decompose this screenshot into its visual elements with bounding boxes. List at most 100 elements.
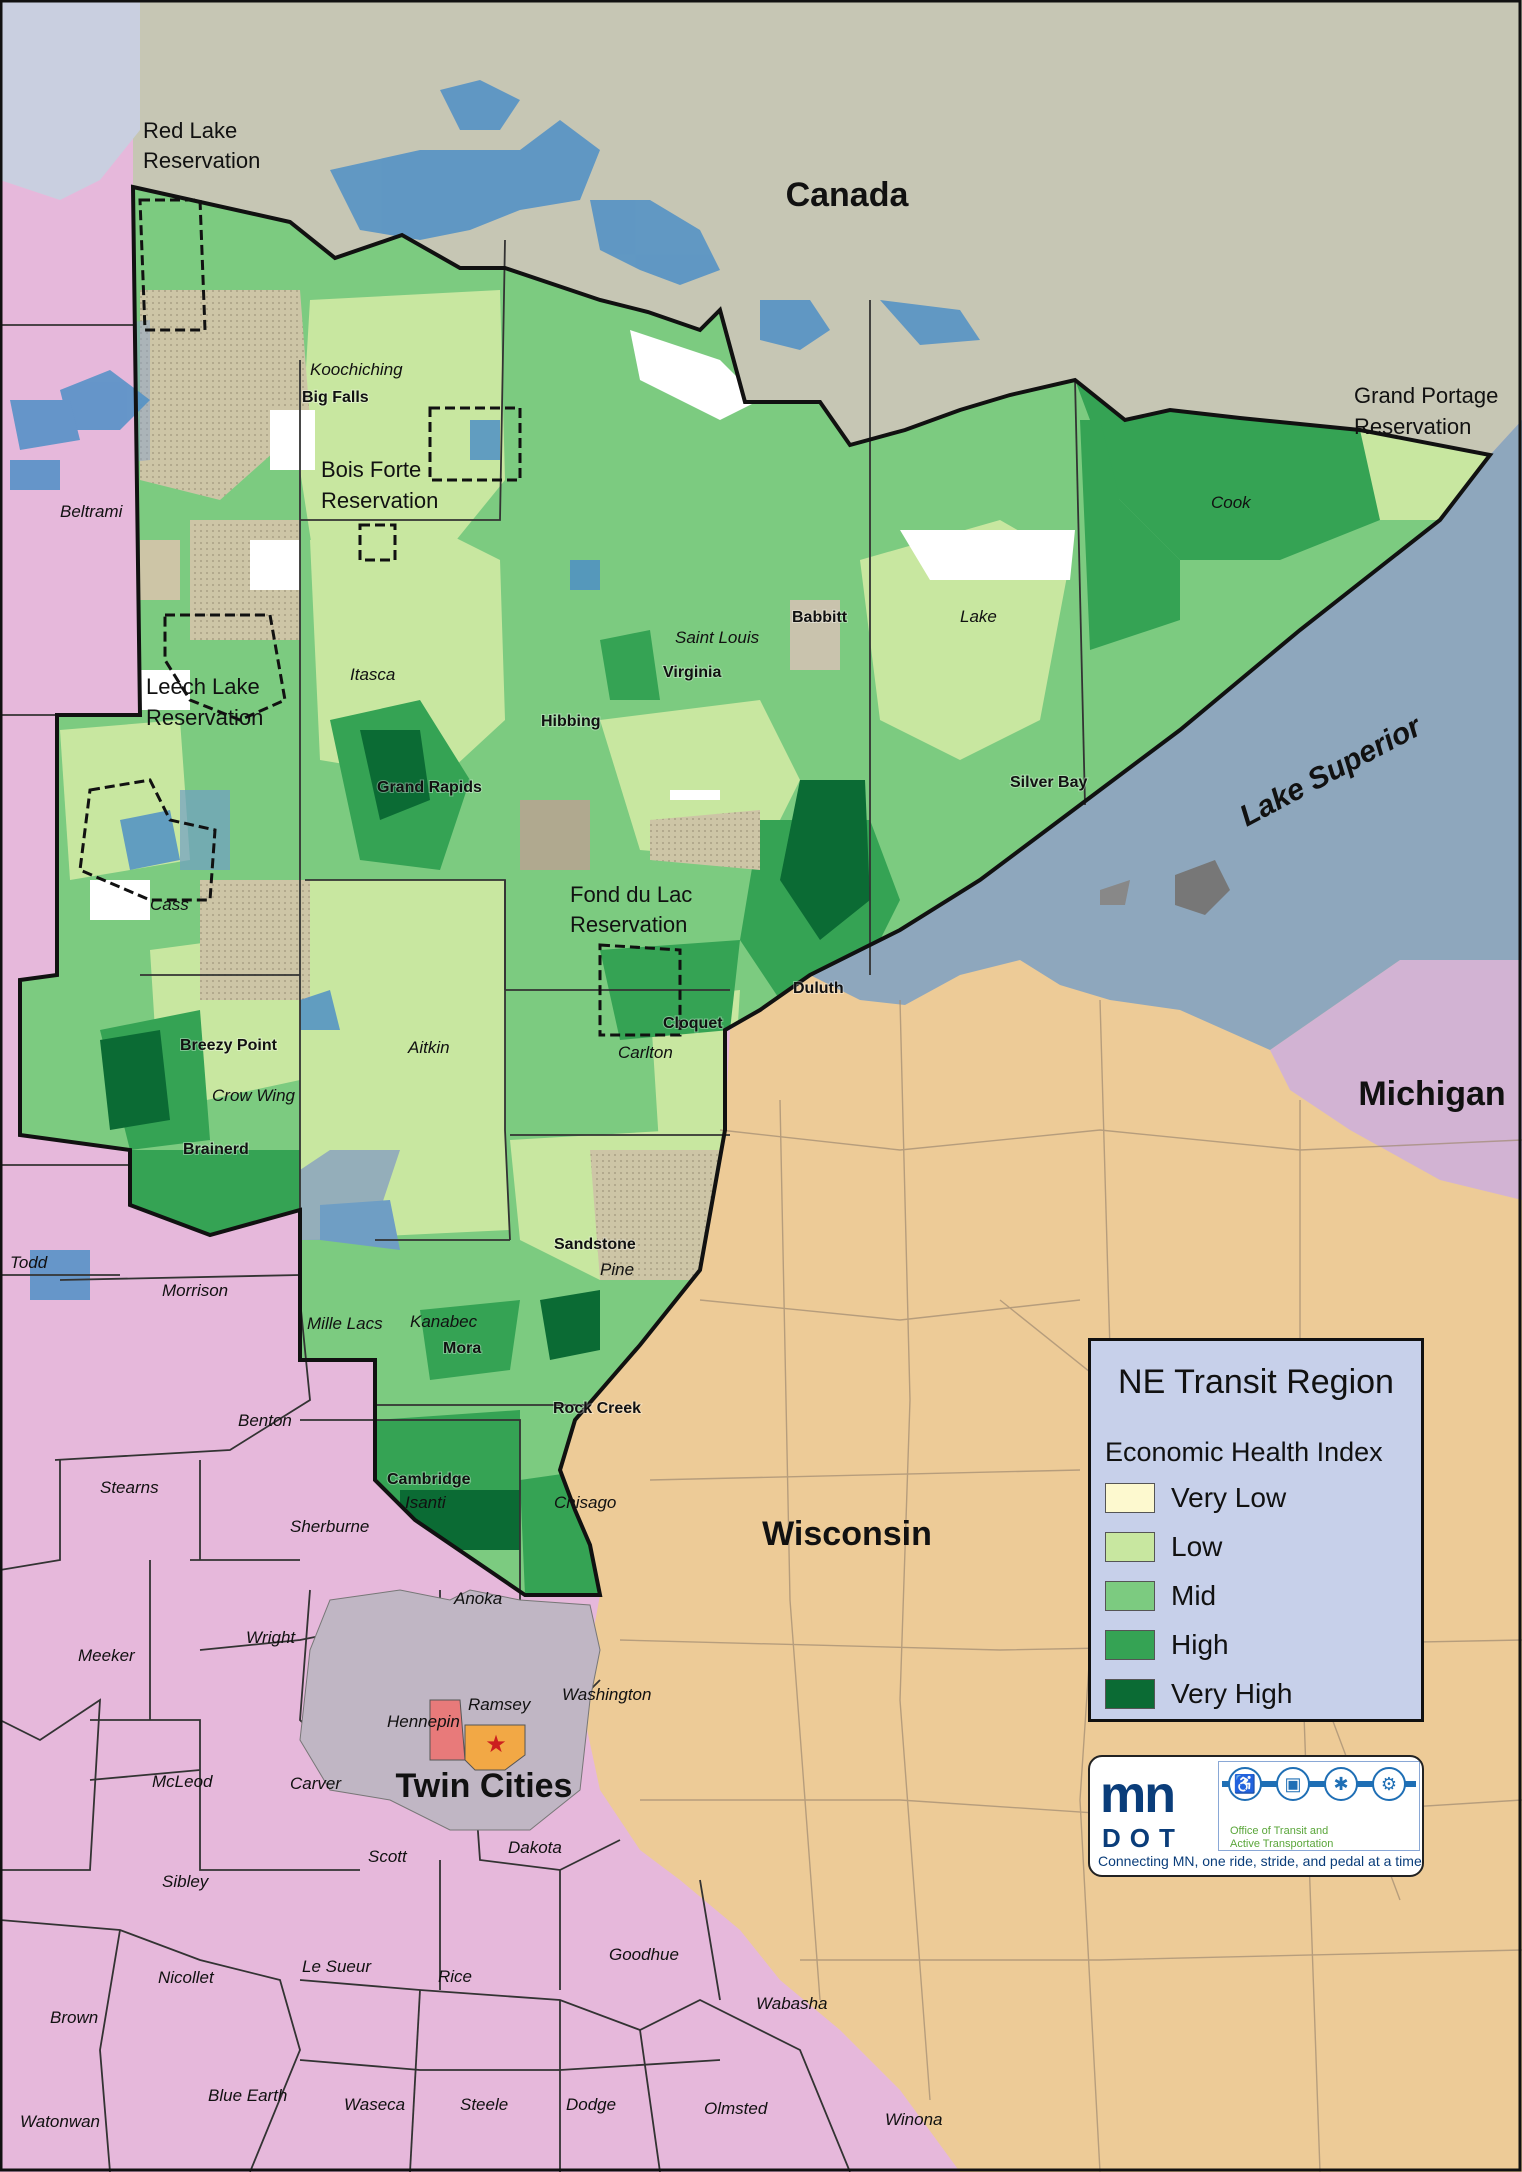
legend-label: Low bbox=[1171, 1531, 1223, 1562]
bois-forte-label-2: Reservation bbox=[321, 488, 438, 513]
bus-icon: ▣ bbox=[1276, 1767, 1310, 1801]
county-label: Dakota bbox=[508, 1838, 562, 1857]
city-label: Big Falls bbox=[302, 389, 369, 406]
county-label: Sibley bbox=[162, 1872, 210, 1891]
legend-label: Mid bbox=[1171, 1580, 1217, 1611]
economic-health-fill bbox=[60, 290, 1490, 1595]
county-label: Pine bbox=[600, 1260, 634, 1279]
county-label: Meeker bbox=[78, 1646, 136, 1665]
michigan-label: Michigan bbox=[1358, 1075, 1505, 1113]
county-label: Blue Earth bbox=[208, 2086, 287, 2105]
county-label: Washington bbox=[562, 1685, 651, 1704]
county-label: Olmsted bbox=[704, 2099, 768, 2118]
logo-office-text: Office of Transit and Active Transportat… bbox=[1230, 1825, 1334, 1850]
mndot-logo: mn DOT ♿ ▣ ✱ ⚙ Office of Transit and Act… bbox=[1088, 1755, 1424, 1877]
legend-title: NE Transit Region bbox=[1118, 1363, 1394, 1401]
county-label: Todd bbox=[10, 1253, 48, 1272]
county-label: Lake bbox=[960, 607, 997, 626]
county-label: Le Sueur bbox=[302, 1957, 372, 1976]
county-label: Koochiching bbox=[310, 360, 403, 379]
red-lake-label-2: Reservation bbox=[143, 148, 260, 173]
county-label: Stearns bbox=[100, 1478, 159, 1497]
city-label: Rock Creek bbox=[553, 1400, 641, 1417]
county-label: Goodhue bbox=[609, 1945, 679, 1964]
legend: NE Transit Region Economic Health Index … bbox=[1088, 1338, 1424, 1722]
county-label: Cass bbox=[150, 895, 189, 914]
wisconsin-label: Wisconsin bbox=[762, 1515, 932, 1553]
fond-du-lac-label-2: Reservation bbox=[570, 912, 687, 937]
county-label: Scott bbox=[368, 1847, 408, 1866]
legend-label: High bbox=[1171, 1629, 1229, 1660]
city-label: Mora bbox=[443, 1340, 481, 1357]
city-label: Cambridge bbox=[387, 1471, 471, 1488]
legend-swatch bbox=[1105, 1581, 1155, 1611]
lake-superior bbox=[810, 420, 1522, 1050]
wheelchair-icon: ♿ bbox=[1228, 1767, 1262, 1801]
metro-grid: ★ bbox=[299, 1589, 601, 1831]
county-label: McLeod bbox=[152, 1772, 213, 1791]
county-label: Beltrami bbox=[60, 502, 124, 521]
twin-cities-label: Twin Cities bbox=[396, 1767, 573, 1805]
leech-lake-label-1: Leech Lake bbox=[146, 674, 260, 699]
county-labels: Koochiching Cook Lake Saint Louis Itasca… bbox=[10, 360, 1252, 2131]
legend-subtitle: Economic Health Index bbox=[1105, 1437, 1383, 1467]
county-label: Benton bbox=[238, 1411, 292, 1430]
michigan-area bbox=[1270, 910, 1522, 1200]
county-label: Saint Louis bbox=[675, 628, 760, 647]
city-label: Brainerd bbox=[183, 1141, 249, 1158]
county-label: Steele bbox=[460, 2095, 508, 2114]
county-label: Watonwan bbox=[20, 2112, 100, 2131]
walk-icon: ✱ bbox=[1324, 1767, 1358, 1801]
county-label: Nicollet bbox=[158, 1968, 215, 1987]
fond-du-lac-label-1: Fond du Lac bbox=[570, 882, 692, 907]
city-label: Silver Bay bbox=[1010, 774, 1087, 791]
county-label: Ramsey bbox=[468, 1695, 532, 1714]
city-label: Cloquet bbox=[663, 1015, 723, 1032]
region-outline bbox=[18, 184, 1494, 1597]
county-label: Anoka bbox=[453, 1589, 502, 1608]
logo-mn-mark: mn bbox=[1100, 1766, 1176, 1824]
county-label: Isanti bbox=[405, 1493, 447, 1512]
canada-area bbox=[0, 0, 1522, 455]
county-label: Brown bbox=[50, 2008, 98, 2027]
leech-lake-label-2: Reservation bbox=[146, 705, 263, 730]
isle-royale-island bbox=[1175, 860, 1230, 915]
city-label: Babbitt bbox=[792, 609, 848, 626]
grand-portage-label-2: Reservation bbox=[1354, 414, 1471, 439]
county-label: Wabasha bbox=[756, 1994, 828, 2013]
county-label: Wright bbox=[246, 1628, 296, 1647]
county-label: Chisago bbox=[554, 1493, 616, 1512]
county-label: Winona bbox=[885, 2110, 943, 2129]
canada-label: Canada bbox=[786, 176, 910, 214]
city-label: Virginia bbox=[663, 664, 721, 681]
county-label: Itasca bbox=[350, 665, 395, 684]
county-label: Carver bbox=[290, 1774, 342, 1793]
red-lake-label-1: Red Lake bbox=[143, 118, 237, 143]
county-label: Mille Lacs bbox=[307, 1314, 383, 1333]
county-label: Sherburne bbox=[290, 1517, 369, 1536]
logo-tagline: Connecting MN, one ride, stride, and ped… bbox=[1098, 1853, 1424, 1869]
county-label: Carlton bbox=[618, 1043, 673, 1062]
legend-swatch bbox=[1105, 1679, 1155, 1709]
bois-forte-label-1: Bois Forte bbox=[321, 457, 421, 482]
legend-label: Very High bbox=[1171, 1678, 1293, 1709]
logo-route-line bbox=[1222, 1781, 1416, 1787]
isle-island bbox=[1100, 880, 1130, 905]
city-label: Hibbing bbox=[541, 713, 601, 730]
county-label: Morrison bbox=[162, 1281, 228, 1300]
capitol-star-icon: ★ bbox=[485, 1731, 507, 1758]
grand-portage-label-1: Grand Portage bbox=[1354, 383, 1498, 408]
county-label: Aitkin bbox=[407, 1038, 450, 1057]
logo-icon-box bbox=[1218, 1761, 1420, 1851]
city-label: Grand Rapids bbox=[377, 779, 482, 796]
county-label: Waseca bbox=[344, 2095, 405, 2114]
city-label: Breezy Point bbox=[180, 1037, 278, 1054]
city-label: Sandstone bbox=[554, 1236, 636, 1253]
county-label: Crow Wing bbox=[212, 1086, 296, 1105]
legend-swatch bbox=[1105, 1483, 1155, 1513]
county-label: Kanabec bbox=[410, 1312, 478, 1331]
county-label: Hennepin bbox=[387, 1712, 460, 1731]
legend-swatch bbox=[1105, 1630, 1155, 1660]
